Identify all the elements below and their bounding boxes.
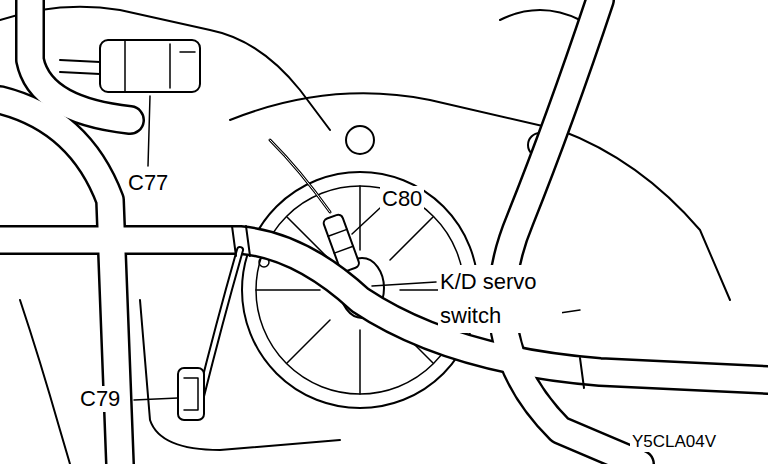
connector-label: C79 xyxy=(78,386,122,412)
connector-label: C80 xyxy=(380,186,424,212)
connector-label: C77 xyxy=(126,170,170,196)
part-name: K/D servo switch xyxy=(438,265,562,333)
figure-code: Y5CLA04V xyxy=(630,432,718,452)
